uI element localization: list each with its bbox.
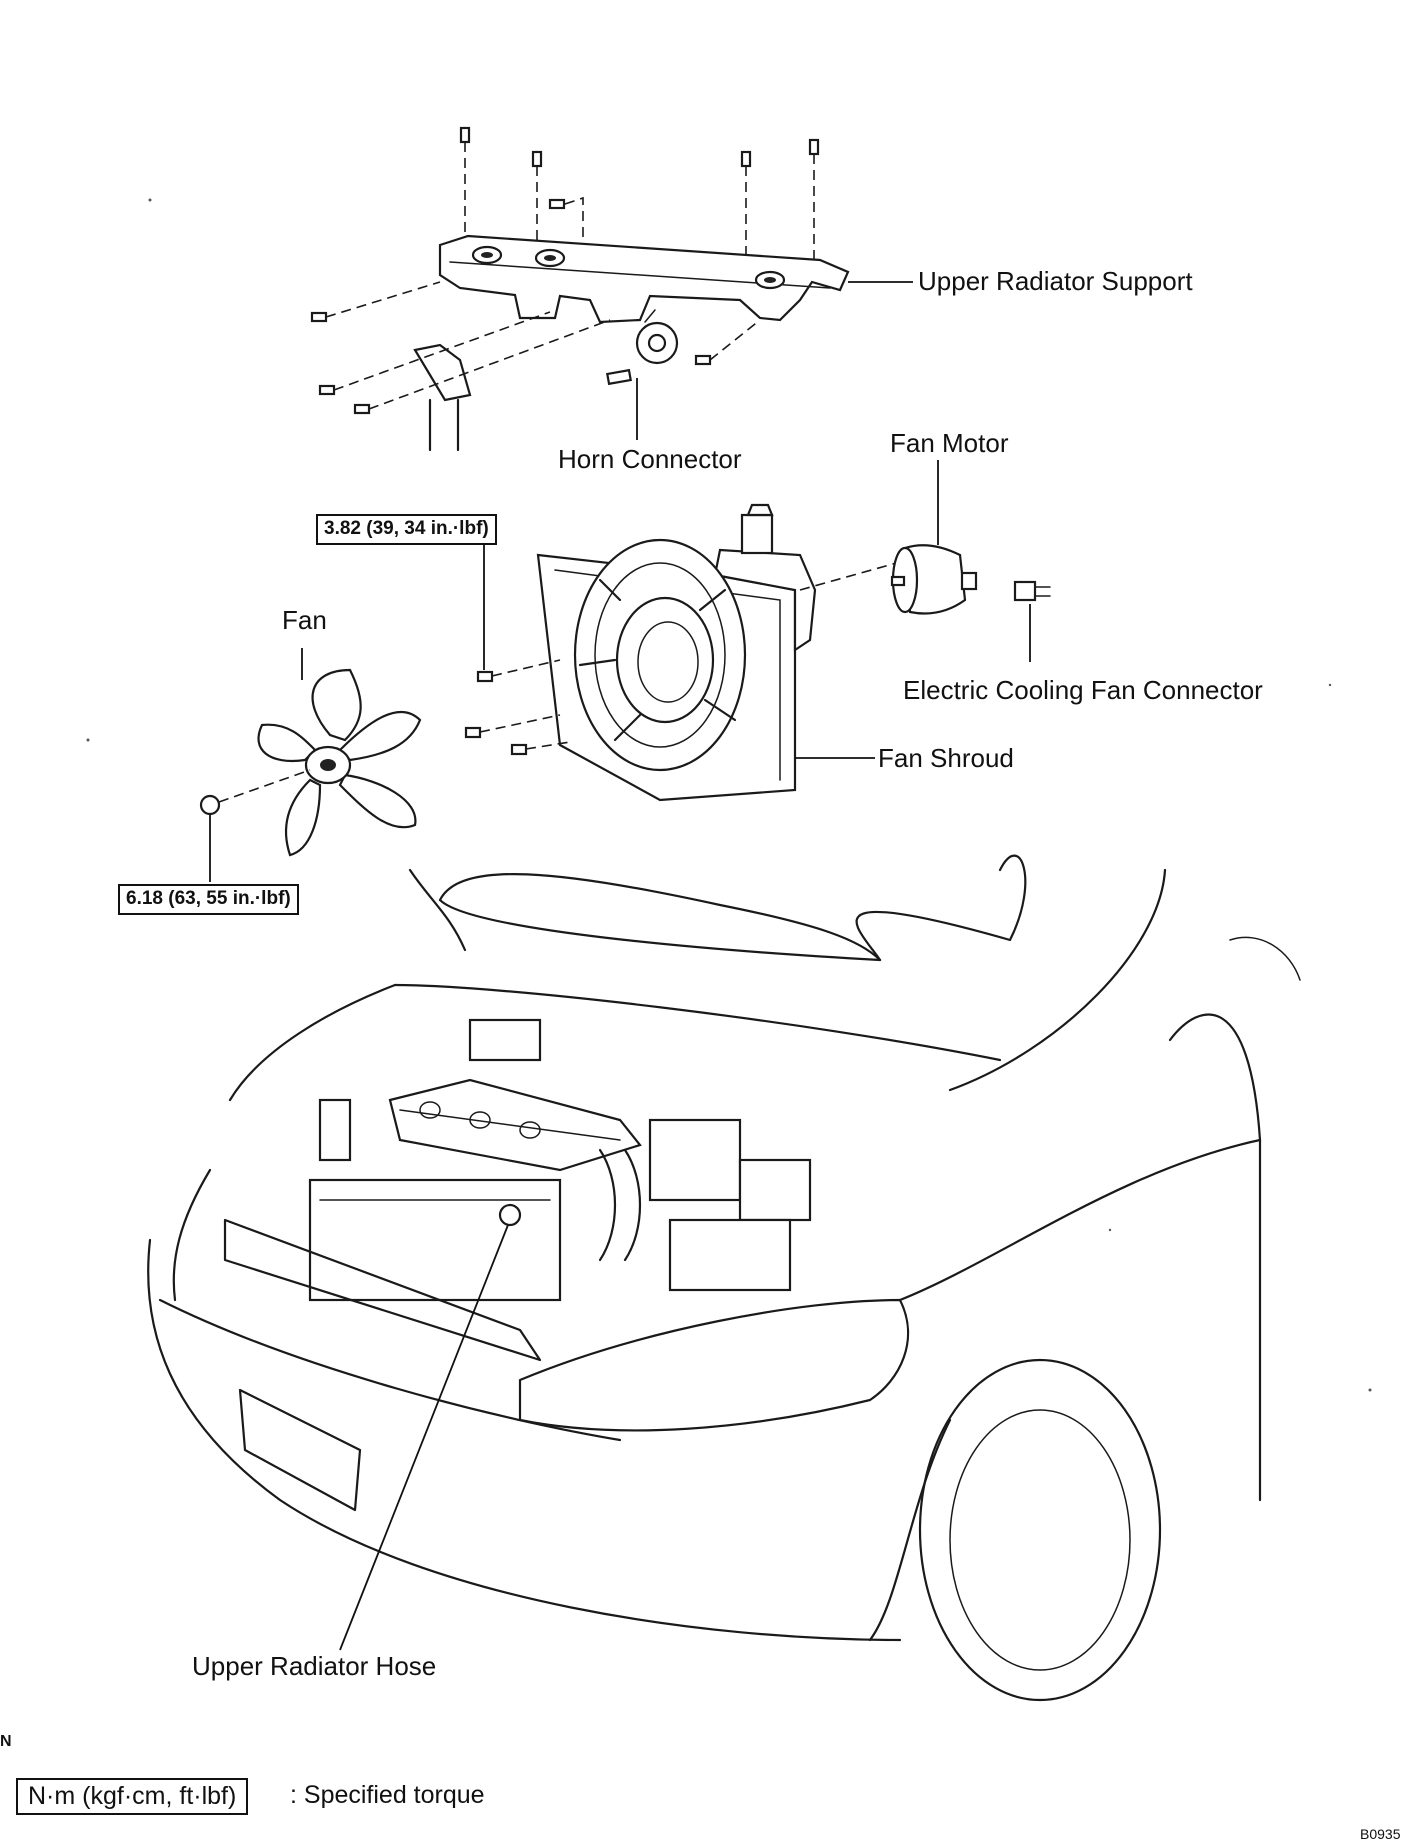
label-fan: Fan <box>282 605 327 635</box>
torque-shroud-bolt: 3.82 (39, 34 in.·lbf) <box>316 514 497 545</box>
label-fan-shroud: Fan Shroud <box>878 743 1014 773</box>
corner-mark: N <box>0 1733 12 1750</box>
legend-unit-box: N·m (kgf·cm, ft·lbf) <box>16 1778 249 1815</box>
fan-drawing <box>199 668 422 857</box>
label-upper-radiator-hose: Upper Radiator Hose <box>192 1651 437 1681</box>
label-upper-radiator-support: Upper Radiator Support <box>918 266 1193 296</box>
support-top-bolts <box>459 126 820 300</box>
vehicle-front-drawing <box>147 854 1301 1702</box>
label-electric-cooling-fan-connector: Electric Cooling Fan Connector <box>903 675 1263 705</box>
legend-description: : Specified torque <box>290 1781 485 1809</box>
figure-code: B0935 <box>1360 1826 1401 1842</box>
fan-motor-drawing <box>799 544 978 615</box>
label-horn-connector: Horn Connector <box>558 444 742 474</box>
fan-shroud-drawing <box>464 503 817 802</box>
torque-fan-nut: 6.18 (63, 55 in.·lbf) <box>118 884 299 915</box>
scan-specks <box>86 198 1372 1392</box>
label-fan-motor: Fan Motor <box>890 428 1009 458</box>
electric-cooling-fan-connector-drawing <box>1013 580 1051 602</box>
upper-radiator-support-drawing <box>310 126 850 452</box>
